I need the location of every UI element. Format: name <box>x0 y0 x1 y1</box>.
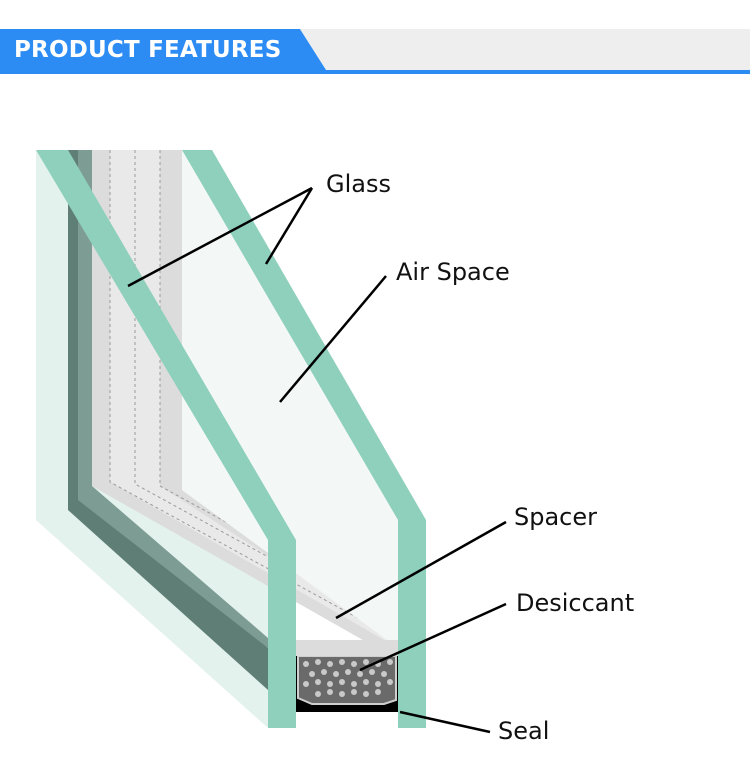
label-spacer: Spacer <box>514 503 598 531</box>
left-pane-section <box>268 540 296 728</box>
leader-desiccant <box>359 602 507 672</box>
glass-edge-right <box>182 150 426 520</box>
leader-glass-1 <box>127 186 313 288</box>
air-space <box>182 150 426 728</box>
label-desiccant: Desiccant <box>516 589 635 617</box>
leader-lines <box>127 186 507 734</box>
spacer-top <box>296 640 398 656</box>
leader-spacer <box>335 520 507 620</box>
header-tab <box>0 29 326 70</box>
spacer-frame <box>92 150 398 660</box>
header-underline <box>0 70 750 74</box>
frame-shadow-light <box>78 150 268 648</box>
leader-seal <box>399 710 491 734</box>
spacer-section <box>297 655 397 705</box>
label-seal: Seal <box>498 717 550 745</box>
leader-air-space <box>279 275 387 403</box>
glass-edge-left <box>36 150 296 540</box>
label-air-space: Air Space <box>396 258 510 286</box>
label-glass: Glass <box>326 170 391 198</box>
leader-glass-2 <box>264 187 314 265</box>
section-header: PRODUCT FEATURES <box>0 0 750 78</box>
frame-shadow <box>68 150 268 690</box>
section-title: PRODUCT FEATURES <box>14 37 282 63</box>
desiccant-beads <box>303 659 393 697</box>
right-pane-section <box>398 520 426 728</box>
spacer-frame-inner <box>110 150 398 648</box>
